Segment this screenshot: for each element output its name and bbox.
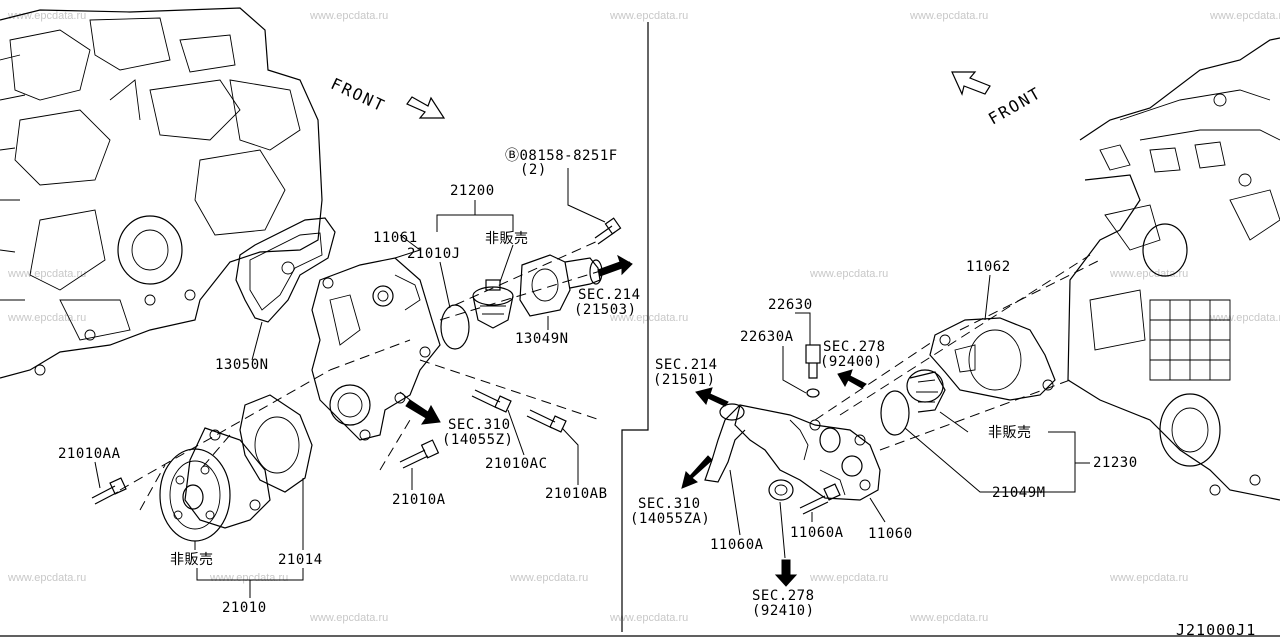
sec214-arrow-left <box>597 254 633 277</box>
watermark: www.epcdata.ru <box>810 268 889 280</box>
thermostat-shape <box>472 279 514 329</box>
sec310-ref-label: (14055Z) <box>442 432 514 448</box>
gasket-label: 11062 <box>966 259 1011 275</box>
leader <box>251 321 263 361</box>
sensor-22630-shape <box>805 344 821 398</box>
sec214-ref-label: (21501) <box>653 372 716 388</box>
bolt-11060a-shape <box>799 483 841 515</box>
sec310-arrow-left <box>405 399 441 425</box>
outlet-label: 11060 <box>868 526 913 542</box>
watermark: www.epcdata.ru <box>310 10 389 22</box>
watermark: www.epcdata.ru <box>1210 312 1280 324</box>
watermark: www.epcdata.ru <box>8 268 87 280</box>
panel-divider <box>621 22 649 632</box>
sec310-arrow-right <box>681 455 713 489</box>
watermark: www.epcdata.ru <box>910 10 989 22</box>
o-ring-label: 21010J <box>407 246 461 262</box>
watermark: www.epcdata.ru <box>1110 572 1189 584</box>
watermark: www.epcdata.ru <box>810 572 889 584</box>
bolt-21010a-shape <box>399 439 440 469</box>
engine-block-left <box>0 7 323 379</box>
bolt-qty-label: (2) <box>520 162 547 178</box>
watermark: www.epcdata.ru <box>1110 268 1189 280</box>
outlet-a-label: 11060A <box>710 537 764 553</box>
sec310-label: SEC.310 <box>448 417 511 433</box>
housing-11061-shape <box>311 257 441 441</box>
bolt-ref-label: Ⓑ08158-8251F <box>505 148 618 164</box>
water-pump-label: 21010 <box>222 600 267 616</box>
sec278-lower-label: SEC.278 <box>752 588 815 604</box>
engine-block-right <box>1067 37 1280 501</box>
watermark: www.epcdata.ru <box>610 10 689 22</box>
sec214-label: SEC.214 <box>578 287 641 303</box>
leader <box>394 249 421 259</box>
watermark: www.epcdata.ru <box>310 612 389 624</box>
not-for-sale-label: 非販売 <box>170 552 214 568</box>
gasket-21014-shape <box>239 394 313 493</box>
watermark: www.epcdata.ru <box>610 612 689 624</box>
alignment-lines-right <box>814 254 1101 451</box>
water-pump-21010-shape <box>159 427 271 542</box>
gasket-13050n-shape <box>235 217 336 323</box>
not-for-sale-label: 非販売 <box>485 231 529 247</box>
inlet-label: 13049N <box>515 331 569 347</box>
watermark: www.epcdata.ru <box>910 612 989 624</box>
sec278-lower-ref-label: (92410) <box>752 603 815 619</box>
sec214-arrow-right <box>695 387 729 407</box>
sec278-arrow-upper <box>837 369 867 389</box>
watermark: www.epcdata.ru <box>1210 10 1280 22</box>
bolt-label: 11060A <box>790 525 844 541</box>
housing-label: 11061 <box>373 230 418 246</box>
gasket-label: 13050N <box>215 357 269 373</box>
bolt-21010aa-shape <box>91 477 127 505</box>
leader <box>399 234 421 251</box>
sec214-ref-label: (21503) <box>574 302 637 318</box>
thermostat-set-label: 21200 <box>450 183 495 199</box>
diagram-code: J21000J1 <box>1176 621 1257 639</box>
o-ring-21010j-shape <box>440 304 470 350</box>
sec310-label: SEC.310 <box>638 496 701 512</box>
bolt-21010ab-shape <box>526 409 567 433</box>
pump-gasket-label: 21014 <box>278 552 323 568</box>
sec278-label: SEC.278 <box>823 339 886 355</box>
water-outlet-11060-shape <box>704 403 881 501</box>
sec278-arrow-lower <box>774 559 798 587</box>
o-ring-21049m-shape <box>880 390 910 436</box>
sensor-washer-label: 22630A <box>740 329 794 345</box>
thermostat-right-shape <box>906 369 946 413</box>
watermark: www.epcdata.ru <box>510 572 589 584</box>
gasket-11062-shape <box>929 317 1056 401</box>
watermark: www.epcdata.ru <box>210 572 289 584</box>
thermostat-set-label: 21230 <box>1093 455 1138 471</box>
o-ring-label: 21049M <box>992 485 1046 501</box>
bolt-ab-label: 21010AB <box>545 486 608 502</box>
watermark: www.epcdata.ru <box>610 312 689 324</box>
not-for-sale-label: 非販売 <box>988 425 1032 441</box>
bolt-21010ac-shape <box>471 389 512 413</box>
sensor-label: 22630 <box>768 297 813 313</box>
bolt-08158-shape <box>594 217 622 245</box>
front-arrow-left <box>406 96 446 119</box>
front-arrow-right <box>951 71 991 96</box>
bolt-a-label: 21010A <box>392 492 446 508</box>
bolt-aa-label: 21010AA <box>58 446 121 462</box>
washer-22630a-shape <box>806 388 820 398</box>
alignment-lines-left <box>119 239 631 511</box>
watermark: www.epcdata.ru <box>8 312 87 324</box>
watermark: www.epcdata.ru <box>8 572 87 584</box>
sec310-ref-label: (14055ZA) <box>630 511 711 527</box>
sec278-ref-label: (92400) <box>820 354 883 370</box>
sec214-label: SEC.214 <box>655 357 718 373</box>
bolt-ac-label: 21010AC <box>485 456 548 472</box>
